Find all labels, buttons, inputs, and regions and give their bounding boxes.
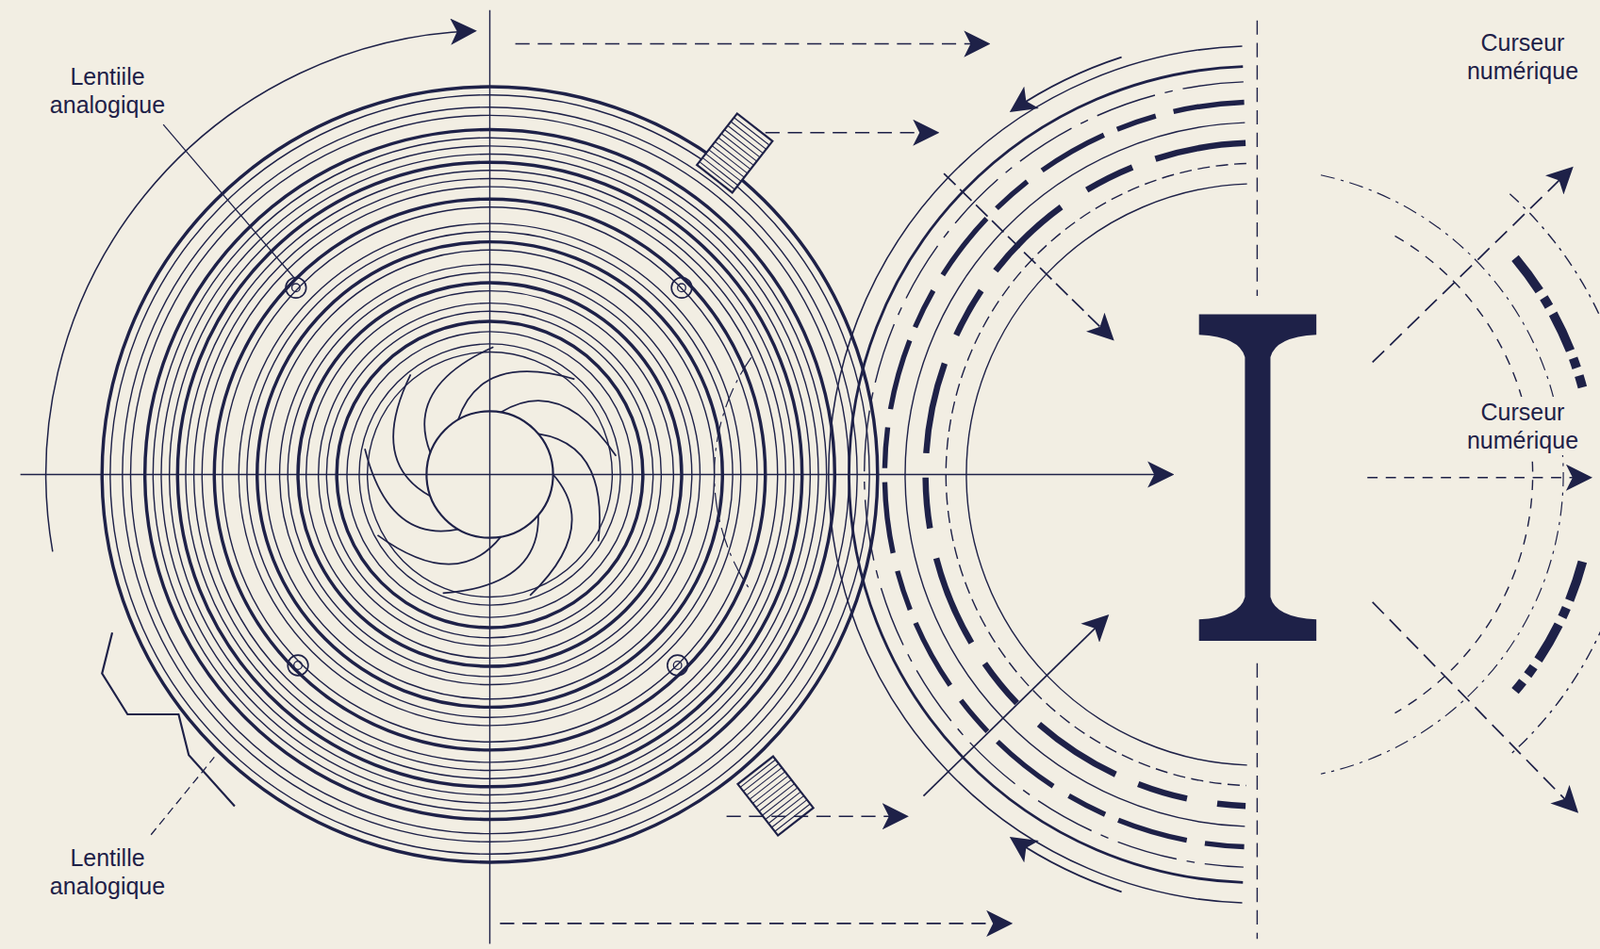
cursor-halo [1509,572,1600,756]
cursor-halo [1395,235,1534,713]
digital-arc [905,122,1245,827]
cursor-label: Curseur numérique [1449,396,1597,456]
screw [667,655,689,677]
diagonal-arrow [943,173,1113,339]
dashed-arrow [726,815,907,818]
diagonal-arrow [1372,168,1572,363]
cursor-halo [1509,194,1600,378]
knurled-knob [696,113,773,193]
screw [677,283,687,293]
optical-axis-arrow [20,474,1172,477]
diagonal-arrow [923,616,1107,797]
dashed-arrow [1367,477,1590,479]
digital-arc [925,143,1246,807]
center-axis [489,10,491,945]
mount-bracket [101,632,235,807]
screw [287,655,309,677]
screw [673,661,682,671]
aperture-blade [364,448,459,531]
aperture-blade [424,346,494,453]
digital-arc [864,82,1244,868]
cursor-dashes [1515,258,1583,388]
digital-arc [848,66,1243,884]
digital-arc [1011,57,1122,112]
aperture-blade [500,400,616,457]
diagonal-arrow [1372,602,1577,812]
text-cursor-icon [1199,314,1317,642]
knurled-knob [737,757,813,837]
leader-line [150,757,215,835]
aperture-blade [458,371,575,420]
screw [292,283,301,293]
leader-line [163,124,295,278]
construction-arc [714,357,752,592]
cursor-dashes [1515,561,1583,692]
aperture-blade [443,515,539,594]
digital-arc [945,163,1247,786]
aperture-blade [377,535,501,565]
digital-arc [1011,839,1122,893]
screw [285,278,307,299]
screw [294,661,303,671]
cursor-halo [1320,175,1564,775]
lens-label: Lentiile analogique [33,61,182,120]
digital-arc [884,102,1244,848]
cursor-label: Curseur numérique [1449,27,1597,86]
dashed-arrow [515,43,989,46]
dashed-arrow [765,131,938,134]
digital-arc [966,183,1248,766]
aperture-blade [538,433,600,542]
cursor-axis [1256,663,1258,940]
screw [671,278,693,299]
dashed-arrow [499,923,1010,925]
lens-label: Lentille analogique [33,842,182,902]
cursor-axis [1256,20,1258,297]
